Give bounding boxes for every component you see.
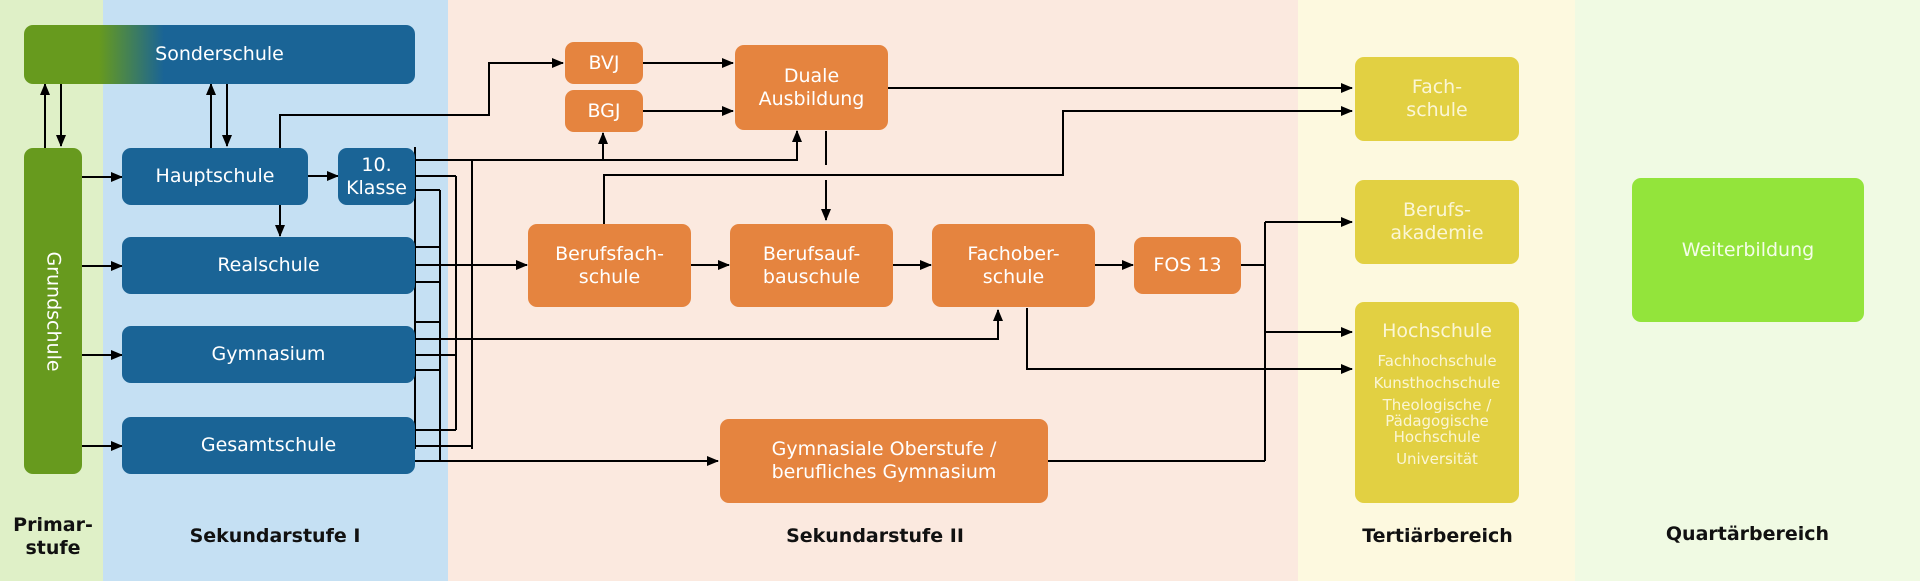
box-berufsaufbauschule: Berufsauf- bauschule <box>730 224 893 307</box>
box-hochschule: Hochschule Fachhochschule Kunsthochschul… <box>1355 302 1519 503</box>
label-primarstufe: Primar- stufe <box>13 514 93 559</box>
hochschule-type-kunsthochschule: Kunsthochschule <box>1373 374 1501 392</box>
label-tertiaerbereich: Tertiärbereich <box>1362 525 1513 547</box>
box-gymnasium: Gymnasium <box>122 326 415 383</box>
box-fachschule: Fach- schule <box>1355 57 1519 141</box>
hochschule-title: Hochschule <box>1382 320 1492 342</box>
hochschule-type-fachhochschule: Fachhochschule <box>1377 352 1497 370</box>
box-grundschule: Grundschule <box>24 148 82 474</box>
label-quartaerbereich: Quartärbereich <box>1665 523 1830 545</box>
hochschule-type-universitaet: Universität <box>1396 450 1478 468</box>
box-berufsakademie: Berufs- akademie <box>1355 180 1519 264</box>
box-bgj: BGJ <box>565 90 643 132</box>
box-fos-13: FOS 13 <box>1134 237 1241 294</box>
label-sekundarstufe-1: Sekundarstufe I <box>189 525 361 547</box>
box-hauptschule: Hauptschule <box>122 148 308 205</box>
box-berufsfachschule: Berufsfach- schule <box>528 224 691 307</box>
box-weiterbildung: Weiterbildung <box>1632 178 1864 322</box>
label-sekundarstufe-2: Sekundarstufe II <box>786 525 964 547</box>
box-10-klasse: 10. Klasse <box>338 148 415 205</box>
box-gesamtschule: Gesamtschule <box>122 417 415 474</box>
box-fachoberschule: Fachober- schule <box>932 224 1095 307</box>
box-gymnasiale-oberstufe: Gymnasiale Oberstufe / berufliches Gymna… <box>720 419 1048 503</box>
box-bvj: BVJ <box>565 42 643 84</box>
hochschule-type-theologische-paedagogische: Theologische / Pädagogische Hochschule <box>1382 396 1492 446</box>
box-realschule: Realschule <box>122 237 415 294</box>
box-duale-ausbildung: Duale Ausbildung <box>735 45 888 130</box>
grundschule-label: Grundschule <box>42 250 65 372</box>
box-sonderschule: Sonderschule <box>24 25 415 84</box>
